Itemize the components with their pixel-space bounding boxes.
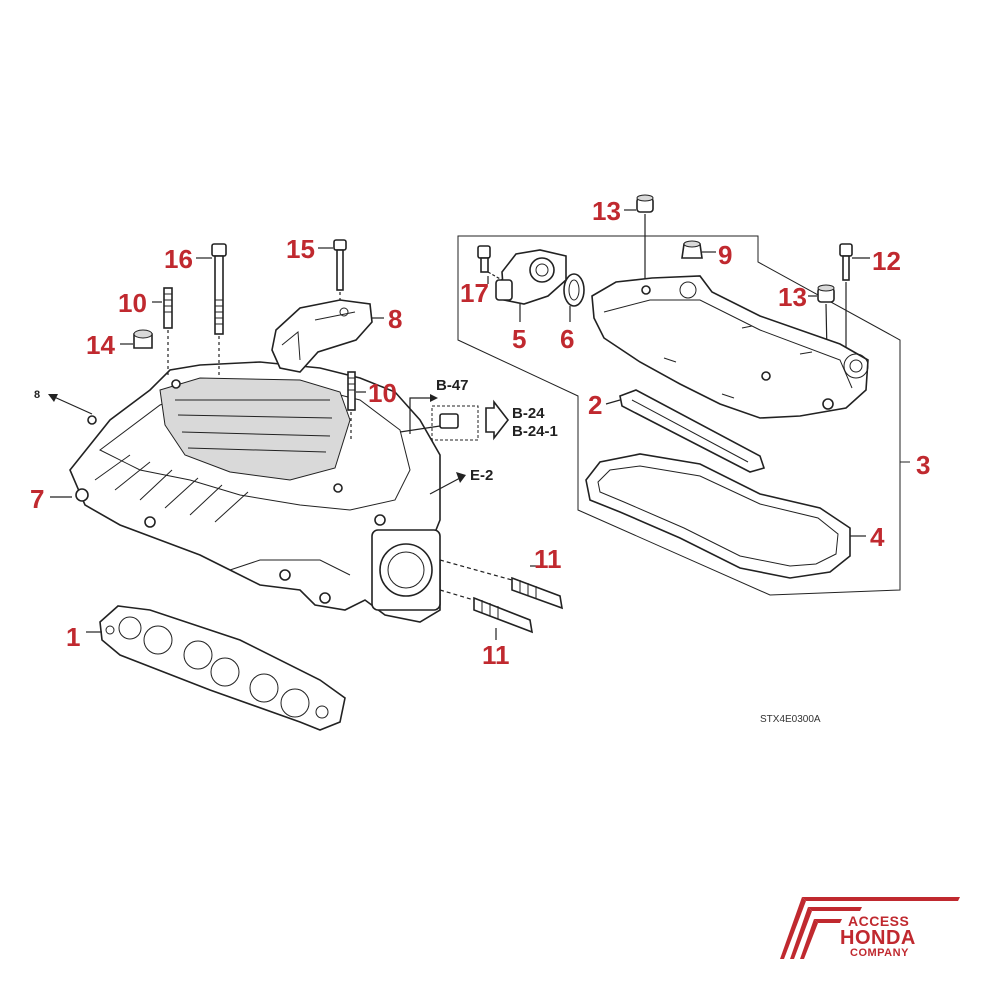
diagram-code: STX4E0300A: [760, 714, 821, 725]
cover-assembly-bracket: [457, 235, 901, 596]
callout-6: 6: [560, 324, 574, 354]
callout-9: 9: [718, 240, 732, 270]
callout-8: 8: [388, 304, 402, 334]
ref-8: 8: [34, 389, 40, 401]
bracket-8: [271, 299, 373, 373]
ref-b24: B-24: [512, 405, 545, 422]
logo-access-text: ACCESS: [848, 913, 910, 929]
stud-11-lower: [439, 589, 534, 634]
callout-1: 1: [66, 622, 80, 652]
logo-honda-text: HONDA: [840, 927, 916, 949]
gasket-4: [585, 453, 851, 579]
ref-b47: B-47: [436, 377, 469, 394]
callout-7: 7: [30, 484, 44, 514]
access-honda-logo: ACCESS HONDA COMPANY: [778, 895, 960, 961]
connector-detail: [399, 394, 510, 441]
ref-b24-1: B-24-1: [512, 423, 558, 440]
callout-12: 12: [872, 246, 901, 276]
callout-11-lower: 11: [482, 640, 510, 670]
callout-11-upper: 11: [534, 544, 562, 574]
logo-company-text: COMPANY: [850, 947, 909, 959]
seal-6: [563, 273, 585, 307]
manifold-cover: [591, 275, 869, 419]
bolt-17: [477, 245, 503, 281]
callout-5: 5: [512, 324, 526, 354]
stud-10-right: [347, 371, 356, 440]
bolt-12: [839, 243, 853, 380]
callout-4: 4: [870, 522, 885, 552]
callout-13-top: 13: [592, 196, 621, 226]
bolt-16: [211, 243, 227, 378]
callout-10-right: 10: [368, 378, 397, 408]
callout-16: 16: [164, 244, 193, 274]
callout-15: 15: [286, 234, 315, 264]
callout-17: 17: [460, 278, 489, 308]
callout-10-left: 10: [118, 288, 147, 318]
callout-3: 3: [916, 450, 930, 480]
stud-10-left: [163, 287, 173, 375]
ref-e2: E-2: [470, 467, 493, 484]
gasket-2: [619, 389, 766, 473]
bolt-15: [333, 239, 347, 315]
nut-13-top: [636, 194, 654, 285]
callout-14: 14: [86, 330, 115, 360]
stud-11-upper: [439, 559, 564, 610]
intake-manifold: [69, 361, 441, 623]
valve-5: [495, 249, 567, 305]
grommet-9: [681, 240, 703, 259]
intake-manifold-gasket: [99, 605, 346, 731]
callout-13-right: 13: [778, 282, 807, 312]
callout-2: 2: [588, 390, 602, 420]
nut-14: [133, 329, 153, 349]
